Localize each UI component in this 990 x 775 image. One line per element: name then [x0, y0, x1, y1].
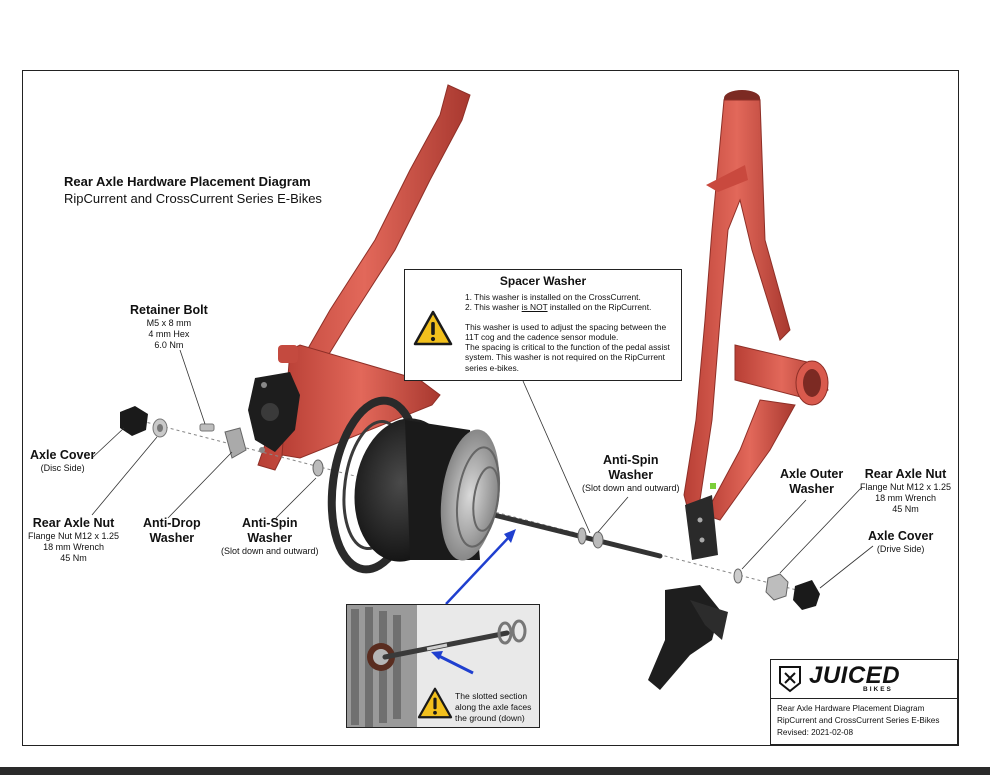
label-retainer-bolt: Retainer Bolt M5 x 8 mm 4 mm Hex 6.0 Nm: [130, 303, 208, 351]
rear-axle-nut-right-name: Rear Axle Nut: [864, 467, 947, 481]
axle-slot-detail-inset: [346, 604, 540, 728]
rear-axle-nut-left-spec1: Flange Nut M12 x 1.25: [28, 531, 120, 541]
spacer-item-2-emphasis: is NOT: [521, 302, 548, 313]
diagram-subtitle: RipCurrent and CrossCurrent Series E-Bik…: [64, 191, 322, 206]
leader-lines: [91, 349, 874, 589]
anti-spin-right-note: (Slot down and outward): [582, 483, 680, 493]
diagram-title-block: Rear Axle Hardware Placement Diagram Rip…: [64, 174, 322, 206]
rear-axle-nut-right-spec3: 45 Nm: [892, 504, 919, 514]
spacer-para-1: This washer is used to adjust the spacin…: [465, 321, 667, 342]
spacer-washer-callout: Spacer Washer 1. This washer is installe…: [404, 269, 682, 381]
label-axle-cover-disc: Axle Cover (Disc Side): [30, 448, 95, 474]
inset-note: The slotted section along the axle faces…: [455, 691, 532, 723]
spacer-washer-title: Spacer Washer: [499, 274, 587, 288]
axle-cover-disc-name: Axle Cover: [30, 448, 96, 462]
axle-cover-disc-note: (Disc Side): [40, 463, 85, 473]
label-rear-axle-nut-left: Rear Axle Nut Flange Nut M12 x 1.25 18 m…: [28, 516, 119, 564]
diagram-title: Rear Axle Hardware Placement Diagram: [64, 174, 311, 189]
spacer-item-2-post: installed on the RipCurrent.: [547, 302, 652, 313]
axle-shaft: [487, 511, 663, 559]
rear-axle-nut-left-spec3: 45 Nm: [60, 553, 87, 563]
blue-arrow-line: [445, 535, 511, 605]
title-block-logo: JUICED BIKES Rear Axle Hardware Placemen…: [770, 659, 958, 745]
label-anti-spin-washer-right: Anti-Spin Washer (Slot down and outward): [582, 453, 680, 494]
axle-outer-washer-line1: Axle Outer: [780, 467, 844, 481]
anti-spin-left-line1: Anti-Spin: [242, 516, 298, 530]
retainer-bolt-spec3: 6.0 Nm: [154, 340, 184, 350]
left-frame-stays: [248, 84, 471, 471]
revision-series: RipCurrent and CrossCurrent Series E-Bik…: [777, 716, 940, 725]
rear-axle-nut-left-name: Rear Axle Nut: [32, 516, 115, 530]
label-anti-spin-washer-left: Anti-Spin Washer (Slot down and outward): [221, 516, 319, 557]
anti-drop-washer-line1: Anti-Drop: [143, 516, 201, 530]
retainer-bolt-spec2: 4 mm Hex: [148, 329, 190, 339]
revision-title: Rear Axle Hardware Placement Diagram: [777, 704, 925, 713]
rotor-and-hub: [327, 396, 500, 574]
right-frame: [648, 90, 829, 690]
retainer-bolt-name: Retainer Bolt: [130, 303, 208, 317]
anti-spin-left-line2: Washer: [247, 531, 293, 545]
logo-wordmark: JUICED: [809, 662, 901, 689]
inset-warning-icon: [417, 687, 453, 719]
anti-spin-right-line2: Washer: [608, 468, 654, 482]
rear-axle-nut-right-spec2: 18 mm Wrench: [875, 493, 936, 503]
anti-spin-left-note: (Slot down and outward): [221, 546, 319, 556]
logo-subtext: BIKES: [863, 686, 893, 693]
rear-axle-nut-left-spec2: 18 mm Wrench: [43, 542, 104, 552]
spacer-item-2: 2. This washer is NOT installed on the R…: [465, 302, 679, 312]
label-axle-outer-washer: Axle Outer Washer: [780, 467, 843, 497]
axle-outer-washer-line2: Washer: [789, 482, 834, 496]
revision-info: Rear Axle Hardware Placement Diagram Rip…: [777, 703, 939, 739]
axle-cover-drive-note: (Drive Side): [876, 544, 925, 554]
blue-arrow-head: [504, 529, 516, 543]
left-hardware: [120, 406, 324, 477]
retainer-bolt-spec1: M5 x 8 mm: [146, 318, 192, 328]
bottom-bar: [0, 767, 990, 775]
diagram-frame: [22, 70, 959, 746]
anti-drop-washer-line2: Washer: [149, 531, 195, 545]
logo-area: JUICED BIKES: [771, 660, 957, 699]
inset-artwork: [347, 605, 527, 727]
juiced-logo-icon: [779, 666, 801, 693]
revision-date: Revised: 2021-02-08: [777, 728, 854, 737]
label-rear-axle-nut-right: Rear Axle Nut Flange Nut M12 x 1.25 18 m…: [860, 467, 951, 515]
rear-axle-nut-right-spec1: Flange Nut M12 x 1.25: [860, 482, 952, 492]
axle-cover-drive-name: Axle Cover: [868, 529, 934, 543]
label-axle-cover-drive: Axle Cover (Drive Side): [868, 529, 933, 555]
spacer-item-1: 1. This washer is installed on the Cross…: [465, 292, 641, 302]
spacer-para-2: The spacing is critical to the function …: [465, 342, 670, 373]
spacer-item-2-pre: 2. This washer: [465, 302, 522, 313]
anti-spin-right-line1: Anti-Spin: [603, 453, 659, 467]
warning-icon: [413, 310, 453, 346]
label-anti-drop-washer: Anti-Drop Washer: [143, 516, 201, 546]
spacer-washer-text: 1. This washer is installed on the Cross…: [465, 292, 679, 373]
